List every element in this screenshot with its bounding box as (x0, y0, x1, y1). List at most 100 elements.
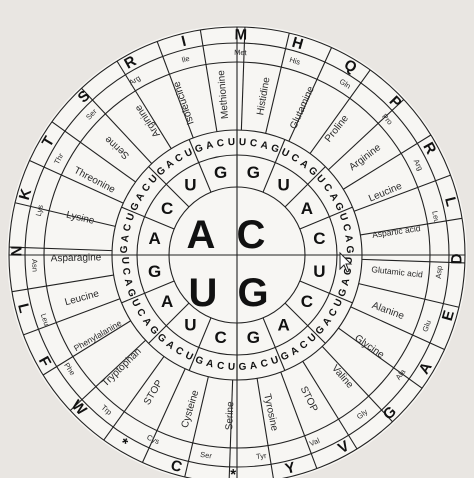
third-base-52: G (129, 201, 142, 213)
third-base-5: C (289, 152, 301, 165)
third-base-48: G (119, 245, 130, 254)
spoke-inner-2 (284, 166, 326, 208)
third-base-36: U (183, 350, 194, 363)
letter-code-14: Y (283, 459, 297, 478)
third-base-31: G (238, 362, 247, 373)
spoke-outer-10 (350, 306, 445, 351)
third-base-51: U (125, 212, 138, 223)
spoke-inner-6 (284, 302, 326, 344)
letter-code-2: I (180, 33, 188, 51)
spoke-outer-28 (81, 87, 153, 164)
abbr-13: Val (308, 436, 321, 448)
spoke-outer-8 (361, 258, 465, 264)
third-base-37: C (173, 345, 185, 358)
third-base-47: U (119, 257, 130, 265)
second-base-g-3: G (247, 328, 260, 347)
second-base-u-0: C (214, 328, 226, 347)
third-base-33: C (216, 360, 225, 372)
mouse-cursor-icon (339, 251, 353, 273)
second-base-u-2: A (161, 292, 173, 311)
spoke-inner-9 (188, 317, 212, 371)
spoke-outer-4 (328, 99, 405, 171)
cursor-arrow (339, 251, 353, 273)
third-base-62: C (216, 138, 225, 150)
third-base-20: U (332, 297, 345, 308)
letter-code-15: * (230, 466, 236, 478)
third-base-13: C (340, 223, 352, 233)
spoke-outer-2 (288, 47, 333, 142)
spoke-outer-14 (280, 371, 318, 469)
spoke-inner-11 (121, 280, 175, 304)
second-base-u-3: G (148, 262, 161, 281)
second-base-c-2: A (301, 199, 313, 218)
abbr-19: Leu (39, 312, 52, 327)
spoke-outer-15 (256, 378, 274, 478)
abbr-20: Asn (30, 259, 40, 272)
second-base-a-1: C (161, 199, 173, 218)
spoke-inner-7 (262, 317, 286, 371)
abbr-3: Met (234, 48, 248, 57)
spoke-outer-22 (23, 298, 121, 336)
spoke-inner-1 (262, 139, 286, 193)
spoke-inner-15 (188, 139, 212, 193)
third-base-11: G (332, 201, 345, 213)
spoke-outer-31 (199, 29, 218, 132)
letter-code-10: E (439, 308, 458, 322)
abbr-9: Asp (434, 265, 444, 279)
third-base-21: C (327, 307, 340, 319)
amino-16: Serine (224, 401, 236, 431)
amino-22: Asparagine (51, 252, 102, 264)
spoke-outer-16 (228, 379, 234, 478)
spoke-inner-10 (148, 302, 190, 344)
abbr-10: Glu (420, 319, 433, 333)
spoke-outer-12 (321, 346, 393, 423)
third-base-29: C (260, 358, 270, 370)
spoke-outer-11 (338, 327, 423, 389)
second-base-g-0: U (313, 262, 325, 281)
second-base-c-3: C (313, 229, 325, 248)
third-base-15: G (344, 245, 355, 254)
center-base-c: C (237, 213, 266, 257)
third-base-61: A (205, 140, 215, 152)
third-base-0: U (239, 137, 247, 148)
spoke-outer-9 (358, 283, 460, 308)
letter-code-3: M (234, 26, 247, 43)
third-base-58: C (173, 152, 185, 165)
center-base-u: U (189, 271, 218, 315)
spoke-outer-24 (9, 246, 113, 252)
spoke-outer-0 (240, 27, 246, 131)
letter-code-16: C (169, 457, 184, 476)
letter-code-9: D (448, 253, 465, 264)
spoke-inner-5 (299, 280, 353, 304)
third-base-63: U (228, 137, 236, 148)
third-base-18: A (340, 277, 352, 287)
third-base-3: G (269, 143, 280, 156)
spoke-outer-18 (141, 368, 186, 463)
abbr-21: Lys (34, 204, 45, 217)
spoke-inner-3 (299, 206, 353, 230)
spoke-outer-5 (343, 134, 432, 190)
second-base-a-0: A (148, 229, 160, 248)
abbr-4: His (288, 55, 301, 67)
letter-code-8: L (441, 195, 460, 208)
second-base-a-3: G (214, 163, 227, 182)
third-base-35: G (194, 354, 205, 367)
second-base-g-2: A (278, 315, 290, 334)
amino-3: Methionine (216, 69, 231, 119)
third-base-49: A (120, 234, 132, 243)
third-base-42: C (134, 307, 147, 319)
third-base-53: A (134, 191, 147, 203)
spoke-outer-20 (69, 339, 146, 411)
letter-code-21: N (8, 246, 25, 257)
third-base-45: A (122, 278, 134, 288)
third-base-10: A (327, 191, 340, 203)
third-base-12: U (337, 212, 350, 223)
third-base-30: A (249, 360, 258, 372)
spoke-outer-3 (309, 69, 371, 154)
spoke-outer-26 (29, 159, 124, 204)
third-base-1: C (249, 138, 258, 150)
